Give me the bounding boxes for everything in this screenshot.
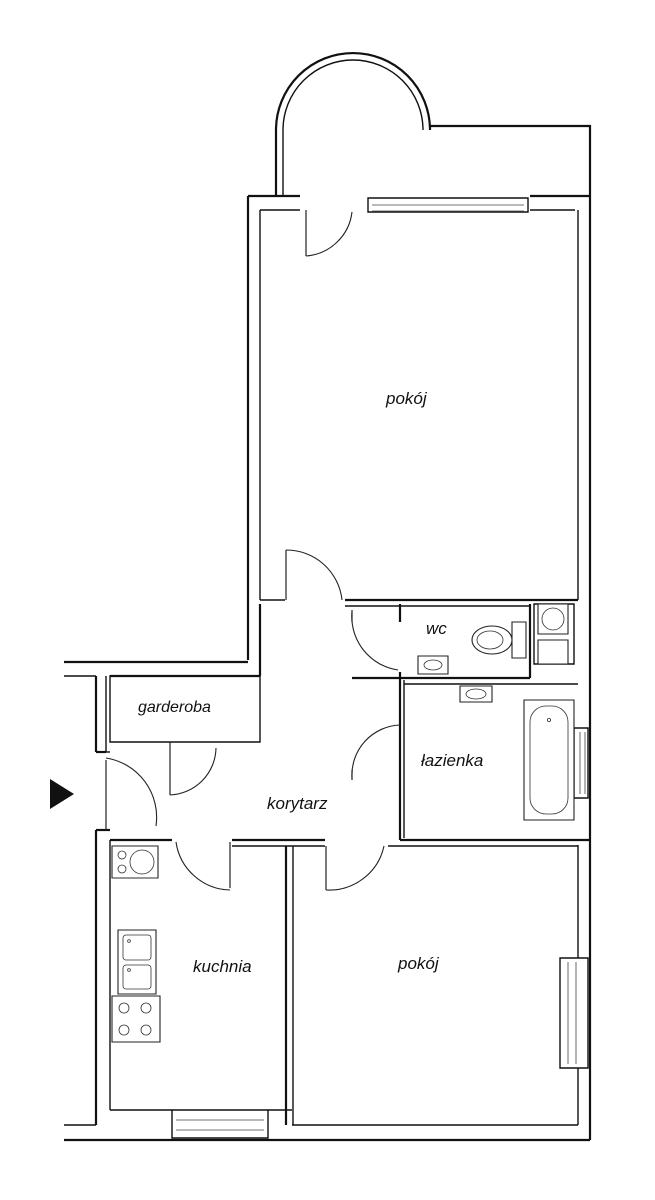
- door-balcony: [306, 210, 352, 256]
- boiler: [538, 604, 568, 664]
- kitchen-double-sink: [118, 930, 156, 994]
- balcony: [276, 53, 590, 196]
- door-entrance: [106, 758, 157, 830]
- fixtures: [112, 604, 574, 1042]
- window-top: [368, 198, 528, 212]
- door-wardrobe: [170, 742, 216, 795]
- door-bathroom: [352, 725, 400, 780]
- door-room-bottom: [326, 846, 384, 890]
- label-kitchen: kuchnia: [193, 957, 252, 976]
- label-room-top: pokój: [385, 389, 428, 408]
- outer-walls: [64, 196, 590, 1140]
- entrance-arrow-icon: [50, 779, 74, 809]
- bathroom-sink: [460, 686, 492, 702]
- door-room-top: [286, 550, 342, 600]
- label-room-bottom: pokój: [397, 954, 440, 973]
- wc-sink: [418, 656, 448, 674]
- interior-walls: [106, 600, 590, 1125]
- windows: [172, 198, 588, 1138]
- kitchen-appliance: [112, 846, 158, 878]
- label-corridor: korytarz: [267, 794, 328, 813]
- doors: [106, 210, 400, 890]
- toilet: [471, 622, 526, 658]
- door-wc: [352, 610, 398, 670]
- label-bathroom: łazienka: [421, 751, 483, 770]
- label-wardrobe: garderoba: [138, 699, 211, 716]
- balcony-outline-inner: [283, 60, 423, 196]
- window-bathroom: [574, 728, 588, 798]
- stove: [112, 996, 160, 1042]
- door-kitchen: [176, 842, 230, 890]
- bathtub: [524, 700, 574, 820]
- window-room-bottom: [560, 958, 588, 1068]
- window-kitchen: [172, 1110, 268, 1138]
- balcony-outline: [276, 53, 590, 196]
- room-labels: pokój wc garderoba łazienka korytarz kuc…: [138, 389, 483, 976]
- label-wc: wc: [426, 619, 447, 638]
